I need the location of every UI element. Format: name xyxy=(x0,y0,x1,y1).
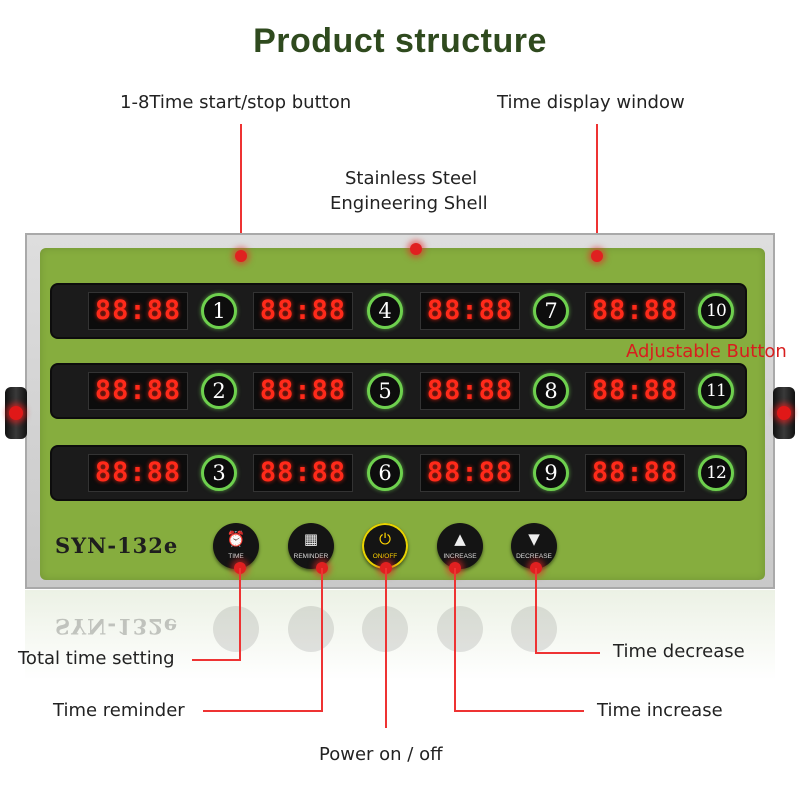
timer-button-11[interactable]: 11 xyxy=(698,373,734,409)
model-name: SYN-132e xyxy=(55,533,179,558)
increase-button[interactable]: ▲ INCREASE xyxy=(437,523,483,569)
reminder-button-caption: REMINDER xyxy=(293,553,329,560)
device-reflection xyxy=(25,590,775,680)
label-total-time: Total time setting xyxy=(18,648,175,669)
triangle-up-icon: ▲ xyxy=(454,530,466,548)
knob-light-icon xyxy=(9,406,23,420)
timer-display-6: 88:88 xyxy=(253,454,353,492)
power-button[interactable]: ⏻ ON/OFF xyxy=(362,523,408,569)
reminder-button[interactable]: ▦ REMINDER xyxy=(288,523,334,569)
timer-button-3[interactable]: 3 xyxy=(201,455,237,491)
label-reminder: Time reminder xyxy=(53,700,185,721)
model-name-reflection: SYN-132e xyxy=(55,614,179,639)
power-button-caption: ON/OFF xyxy=(372,553,398,560)
callout-dot-shell xyxy=(410,243,422,255)
time-button[interactable]: ⏰ TIME xyxy=(213,523,259,569)
label-start-stop: 1-8Time start/stop button xyxy=(120,92,352,113)
timer-button-7[interactable]: 7 xyxy=(533,293,569,329)
increase-button-caption: INCREASE xyxy=(443,553,477,560)
label-power: Power on / off xyxy=(319,744,443,765)
adjust-knob-left[interactable] xyxy=(5,387,27,439)
decrease-button[interactable]: ▼ DECREASE xyxy=(511,523,557,569)
label-decrease: Time decrease xyxy=(613,641,745,662)
timer-display-8: 88:88 xyxy=(420,372,520,410)
adjust-knob-right[interactable] xyxy=(773,387,795,439)
timer-display-1: 88:88 xyxy=(88,292,188,330)
callout-line-increase xyxy=(454,568,456,711)
callout-line-power xyxy=(385,568,387,728)
clock-icon: ⏰ xyxy=(226,530,246,548)
label-shell-line1: Stainless Steel xyxy=(345,168,478,189)
timer-button-2[interactable]: 2 xyxy=(201,373,237,409)
decrease-button-caption: DECREASE xyxy=(516,553,552,560)
label-shell-line2: Engineering Shell xyxy=(330,193,488,214)
control-reflection xyxy=(288,606,334,652)
knob-light-icon xyxy=(777,406,791,420)
triangle-down-icon: ▼ xyxy=(528,530,540,548)
timer-button-8[interactable]: 8 xyxy=(533,373,569,409)
callout-line-time-h xyxy=(192,659,241,661)
timer-display-4: 88:88 xyxy=(253,292,353,330)
control-reflection xyxy=(511,606,557,652)
callout-line-reminder xyxy=(321,568,323,711)
timer-display-3: 88:88 xyxy=(88,454,188,492)
power-icon: ⏻ xyxy=(379,530,391,548)
timer-button-4[interactable]: 4 xyxy=(367,293,403,329)
callout-dot-start-stop xyxy=(235,250,247,262)
callout-line-start-stop xyxy=(240,124,242,254)
callout-line-display xyxy=(596,124,598,254)
callout-line-decrease xyxy=(535,568,537,653)
timer-display-2: 88:88 xyxy=(88,372,188,410)
timer-display-12: 88:88 xyxy=(585,454,685,492)
timer-button-5[interactable]: 5 xyxy=(367,373,403,409)
timer-button-6[interactable]: 6 xyxy=(367,455,403,491)
timer-button-10[interactable]: 10 xyxy=(698,293,734,329)
control-reflection xyxy=(437,606,483,652)
callout-line-decrease-h xyxy=(535,652,600,654)
timer-button-12[interactable]: 12 xyxy=(698,455,734,491)
callout-line-reminder-h xyxy=(203,710,323,712)
timer-display-5: 88:88 xyxy=(253,372,353,410)
time-button-caption: TIME xyxy=(228,553,244,560)
timer-button-9[interactable]: 9 xyxy=(533,455,569,491)
callout-line-time xyxy=(239,568,241,660)
callout-dot-display xyxy=(591,250,603,262)
timer-display-11: 88:88 xyxy=(585,372,685,410)
timer-display-7: 88:88 xyxy=(420,292,520,330)
timer-display-10: 88:88 xyxy=(585,292,685,330)
page-title: Product structure xyxy=(253,22,547,60)
callout-line-increase-h xyxy=(454,710,584,712)
label-adjustable: Adjustable Button xyxy=(626,341,787,362)
basket-icon: ▦ xyxy=(303,530,319,548)
timer-display-9: 88:88 xyxy=(420,454,520,492)
control-reflection xyxy=(213,606,259,652)
timer-button-1[interactable]: 1 xyxy=(201,293,237,329)
label-increase: Time increase xyxy=(597,700,723,721)
label-display-window: Time display window xyxy=(497,92,685,113)
